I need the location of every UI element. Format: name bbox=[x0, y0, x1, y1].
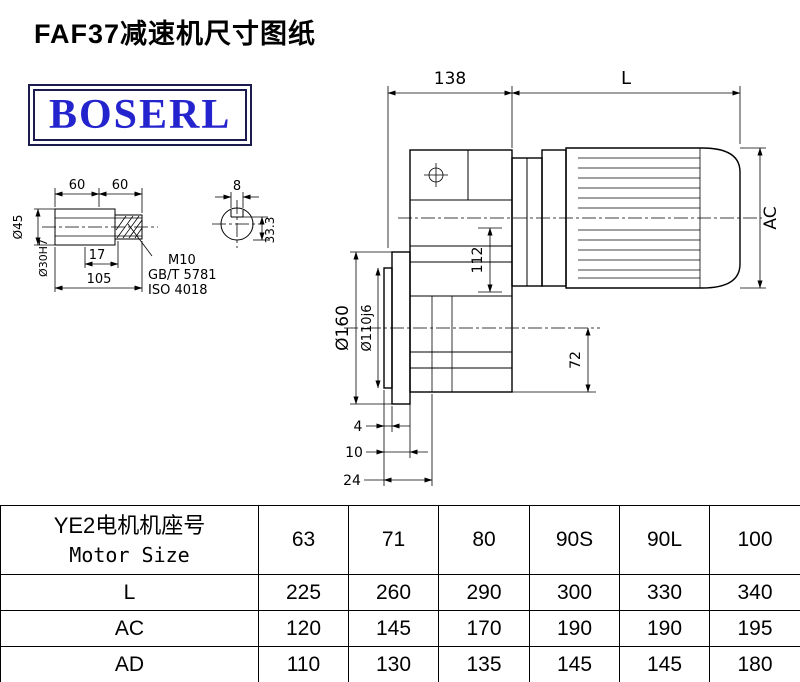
dim-60a-label: 60 bbox=[69, 178, 86, 193]
motor-size-label-cn: YE2电机机座号 bbox=[53, 513, 206, 538]
dim-value-cell: 135 bbox=[438, 646, 530, 682]
dim-bore-label: Ø30H7 bbox=[37, 239, 50, 277]
thread-spec-label: M10 bbox=[168, 253, 196, 268]
gearbox-housing bbox=[409, 149, 513, 393]
motor-size-column-63: 63 bbox=[258, 505, 349, 575]
page-title: FAF37减速机尺寸图纸 bbox=[34, 19, 317, 49]
shaft-detail: 60 60 Ø45 Ø30H7 17 105 M10 GB/T 5781 ISO… bbox=[11, 178, 217, 298]
motor-size-column-80: 80 bbox=[438, 505, 530, 575]
dimension-AC: AC bbox=[740, 147, 781, 289]
dim-value-cell: 190 bbox=[619, 610, 710, 647]
dim-value-cell: 145 bbox=[529, 646, 620, 682]
shaft-end-view: 8 33.3 bbox=[212, 179, 277, 248]
dim-value-cell: 260 bbox=[348, 574, 439, 611]
top-dimensions: 138 L bbox=[387, 68, 741, 248]
dim-shaft-od-label: Ø45 bbox=[11, 215, 25, 240]
logo-text: BOSERL bbox=[49, 92, 232, 138]
dim-138-label: 138 bbox=[434, 69, 466, 89]
dim-8-label: 8 bbox=[233, 179, 241, 194]
dim-17-label: 17 bbox=[89, 248, 106, 263]
dim-72-label: 72 bbox=[568, 351, 584, 369]
dim-333-label: 33.3 bbox=[263, 217, 277, 244]
dim-flange-od-label: Ø160 bbox=[333, 305, 353, 351]
motor-size-header-cell: YE2电机机座号 Motor Size bbox=[0, 505, 259, 575]
table-header-row: YE2电机机座号 Motor Size 63 71 80 90S 90L 100 bbox=[0, 505, 800, 575]
motor-size-column-71: 71 bbox=[348, 505, 439, 575]
output-flange: Ø160 Ø110j6 bbox=[333, 251, 600, 405]
technical-drawing: 138 L bbox=[11, 68, 781, 489]
dim-value-cell: 180 bbox=[709, 646, 800, 682]
motor-size-column-100: 100 bbox=[709, 505, 800, 575]
dim-L-label: L bbox=[621, 68, 631, 89]
dim-value-cell: 330 bbox=[619, 574, 710, 611]
dim-value-cell: 110 bbox=[258, 646, 349, 682]
bottom-dimensions: 4 10 24 bbox=[343, 390, 433, 489]
dim-spigot-label: Ø110j6 bbox=[360, 305, 375, 352]
dim-value-cell: 120 bbox=[258, 610, 349, 647]
dim-60b-label: 60 bbox=[112, 178, 129, 193]
dim-value-cell: 170 bbox=[438, 610, 530, 647]
dim-value-cell: 130 bbox=[348, 646, 439, 682]
table-row-L: L 225 260 290 300 330 340 bbox=[0, 574, 800, 611]
standard-1-label: GB/T 5781 bbox=[148, 268, 217, 283]
dim-value-cell: 300 bbox=[529, 574, 620, 611]
dim-112-label: 112 bbox=[470, 247, 486, 274]
standard-2-label: ISO 4018 bbox=[148, 283, 208, 298]
motor-size-column-90l: 90L bbox=[619, 505, 710, 575]
table-row-AD: AD 110 130 135 145 145 180 bbox=[0, 646, 800, 682]
dim-value-cell: 290 bbox=[438, 574, 530, 611]
dim-AC-label: AC bbox=[761, 206, 781, 229]
motor bbox=[398, 147, 762, 289]
dim-value-cell: 225 bbox=[258, 574, 349, 611]
boserl-logo: BOSERL bbox=[28, 84, 253, 146]
row-label-AC: AC bbox=[0, 610, 259, 647]
dim-105-label: 105 bbox=[87, 272, 112, 287]
dim-value-cell: 340 bbox=[709, 574, 800, 611]
row-label-L: L bbox=[0, 574, 259, 611]
dim-value-cell: 145 bbox=[619, 646, 710, 682]
row-label-AD: AD bbox=[0, 646, 259, 682]
dim-value-cell: 145 bbox=[348, 610, 439, 647]
dimension-112: 112 bbox=[470, 227, 502, 293]
dimension-72: 72 bbox=[512, 327, 596, 393]
motor-size-label-en: Motor Size bbox=[69, 543, 190, 567]
dim-24-label: 24 bbox=[343, 473, 361, 489]
dim-value-cell: 190 bbox=[529, 610, 620, 647]
dimension-table: YE2电机机座号 Motor Size 63 71 80 90S 90L 100… bbox=[0, 505, 800, 682]
dim-value-cell: 195 bbox=[709, 610, 800, 647]
dim-4-label: 4 bbox=[354, 419, 363, 435]
dim-10-label: 10 bbox=[345, 445, 363, 461]
motor-size-column-90s: 90S bbox=[529, 505, 620, 575]
table-row-AC: AC 120 145 170 190 190 195 bbox=[0, 610, 800, 647]
